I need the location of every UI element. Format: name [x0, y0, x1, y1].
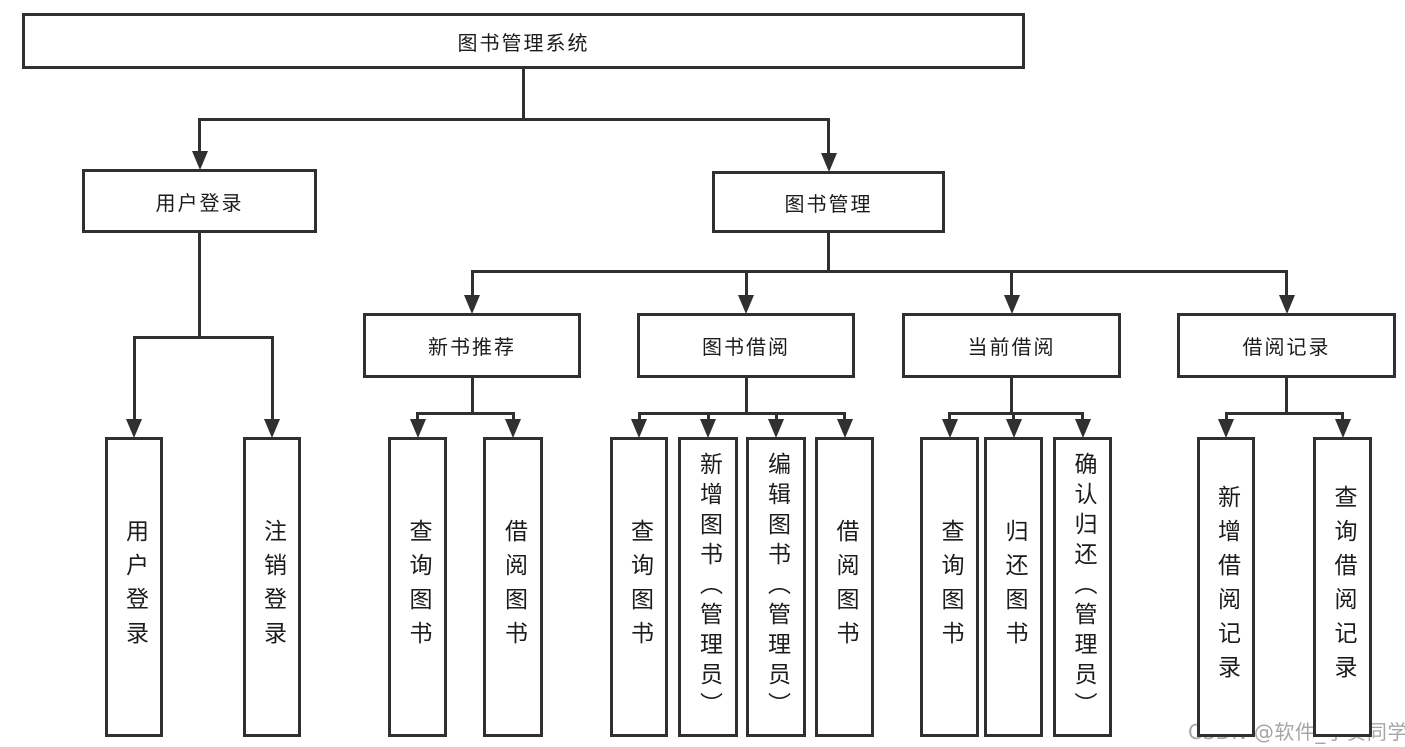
connector-line	[744, 377, 748, 414]
node-leaf-br-query: 查询借阅记录	[1313, 437, 1372, 737]
arrow-down-icon	[1278, 295, 1295, 314]
node-label: 查询图书	[405, 519, 431, 655]
connector-line	[198, 232, 201, 338]
arrow-down-icon	[1003, 295, 1020, 314]
node-label: 图书管理	[784, 191, 873, 216]
arrow-down-icon	[768, 419, 784, 438]
connector-line	[1081, 412, 1084, 422]
connector-line	[948, 412, 951, 422]
node-leaf-bb-query: 查询图书	[610, 437, 668, 737]
node-new-book: 新书推荐	[363, 313, 581, 378]
arrow-down-icon	[126, 419, 142, 438]
connector-line	[1012, 412, 1015, 422]
arrow-down-icon	[1218, 419, 1234, 438]
node-label: 查询图书	[937, 519, 963, 655]
node-leaf-cb-confirm: 确认归还（管理员）	[1053, 437, 1112, 737]
node-label: 当前借阅	[967, 335, 1056, 359]
connector-line	[132, 336, 274, 339]
node-leaf-br-add: 新增借阅记录	[1197, 437, 1255, 737]
node-label: 借阅记录	[1242, 335, 1331, 359]
node-leaf-nb-query: 查询图书	[388, 437, 447, 737]
connector-line	[198, 118, 830, 121]
connector-line	[1010, 270, 1013, 298]
node-label: 借阅图书	[832, 519, 858, 655]
node-book-borrow: 图书借阅	[637, 313, 855, 378]
node-label: 查询图书	[626, 519, 653, 655]
node-borrow-record: 借阅记录	[1177, 313, 1396, 378]
node-root: 图书管理系统	[22, 13, 1025, 69]
node-label: 查询借阅记录	[1330, 485, 1356, 689]
node-label: 用户登录	[155, 190, 244, 215]
connector-line	[1285, 270, 1288, 298]
connector-line	[470, 270, 474, 298]
connector-line	[774, 412, 778, 422]
connector-line	[198, 118, 201, 154]
arrow-down-icon	[409, 419, 426, 438]
node-label: 图书借阅	[702, 335, 790, 359]
arrow-down-icon	[631, 419, 647, 438]
connector-line	[827, 232, 830, 272]
connector-line	[270, 336, 274, 422]
connector-line	[1224, 412, 1228, 422]
node-label: 图书管理系统	[457, 30, 590, 55]
arrow-down-icon	[1074, 419, 1091, 438]
node-label: 归还图书	[1001, 519, 1027, 655]
arrow-down-icon	[464, 295, 480, 314]
connector-line	[416, 412, 419, 422]
connector-line	[1224, 412, 1344, 415]
arrow-down-icon	[191, 151, 208, 170]
arrow-down-icon	[505, 419, 521, 438]
node-leaf-bb-add: 新增图书（管理员）	[678, 437, 738, 737]
node-label: 新书推荐	[428, 335, 516, 359]
connector-line	[132, 336, 136, 422]
connector-line	[1010, 377, 1013, 414]
node-label: 借阅图书	[500, 519, 527, 655]
arrow-down-icon	[1334, 419, 1351, 438]
connector-line	[470, 377, 474, 414]
node-book-mgmt: 图书管理	[712, 171, 945, 233]
node-label: 新增图书（管理员）	[695, 452, 722, 722]
connector-line	[744, 270, 748, 298]
node-leaf-cb-return: 归还图书	[984, 437, 1043, 737]
arrow-down-icon	[820, 153, 837, 172]
node-leaf-logout: 注销登录	[243, 437, 301, 737]
node-leaf-cb-query: 查询图书	[920, 437, 979, 737]
node-leaf-bb-edit: 编辑图书（管理员）	[746, 437, 806, 737]
connector-line	[827, 118, 830, 156]
node-leaf-nb-borrow: 借阅图书	[483, 437, 543, 737]
connector-line	[948, 412, 1084, 415]
node-label: 注销登录	[259, 519, 286, 655]
node-user-login: 用户登录	[82, 169, 317, 233]
connector-line	[416, 412, 515, 415]
node-current-borrow: 当前借阅	[902, 313, 1121, 378]
node-label: 新增借阅记录	[1213, 485, 1240, 689]
arrow-down-icon	[738, 295, 754, 314]
arrow-down-icon	[700, 419, 716, 438]
node-leaf-user-login: 用户登录	[105, 437, 163, 737]
connector-line	[1285, 377, 1288, 414]
connector-line	[637, 412, 846, 415]
connector-line	[522, 68, 525, 120]
connector-line	[470, 270, 1288, 273]
node-leaf-bb-borrow: 借阅图书	[815, 437, 874, 737]
arrow-down-icon	[264, 419, 280, 438]
arrow-down-icon	[1005, 419, 1022, 438]
connector-line	[1341, 412, 1344, 422]
node-label: 编辑图书（管理员）	[763, 452, 790, 722]
connector-line	[637, 412, 641, 422]
connector-line	[843, 412, 846, 422]
arrow-down-icon	[836, 419, 853, 438]
node-label: 用户登录	[121, 519, 148, 655]
connector-line	[706, 412, 710, 422]
node-label: 确认归还（管理员）	[1070, 452, 1096, 722]
connector-line	[511, 412, 515, 422]
arrow-down-icon	[941, 419, 958, 438]
